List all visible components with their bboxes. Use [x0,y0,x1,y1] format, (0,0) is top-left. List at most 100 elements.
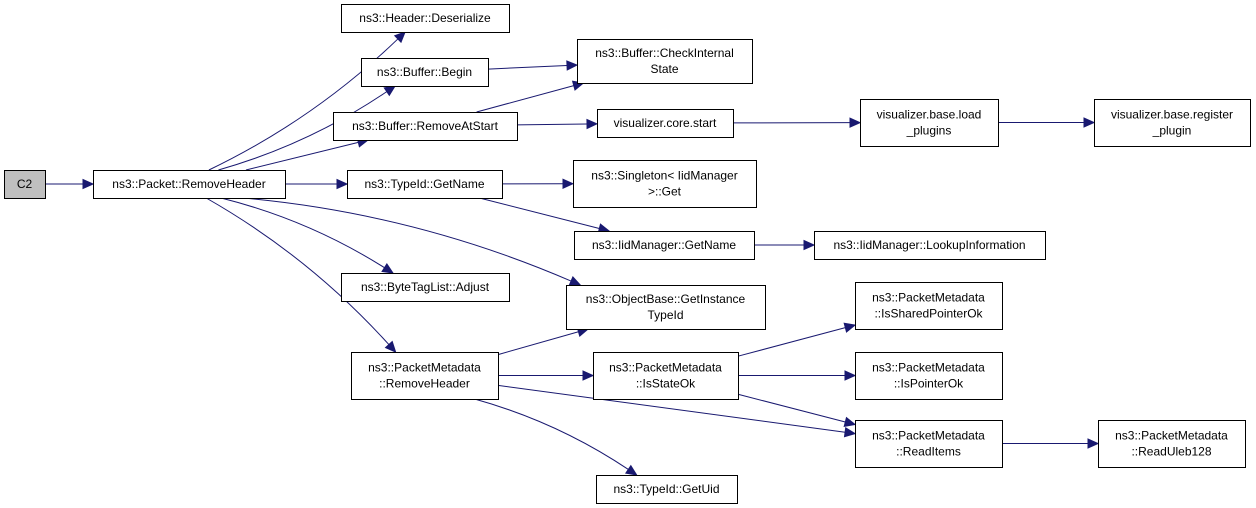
node-label: C2 [17,177,33,191]
arrowhead [849,117,862,128]
node-visualizer-base-register-plugin[interactable]: visualizer.base.register _plugin [1094,99,1251,147]
edge-packet-removeheader-to-packetmetadata-removeheader [205,197,397,353]
node-singleton-get[interactable]: ns3::Singleton< IidManager>::Get [573,160,757,208]
edge-packetmetadata-readitems-to-packetmetadata-readuleb128 [1002,438,1100,449]
edge-iidmanager-getname-to-iidmanager-lookupinformation [754,239,816,251]
edge-buffer-removeatstart-to-visualizer-core-start [516,118,599,130]
node-iidmanager-lookupinformation[interactable]: ns3::IidManager::LookupInformation [814,231,1046,260]
edge-visualizer-base-load-plugins-to-visualizer-base-register-plugin [998,117,1096,128]
arrowhead [624,464,638,476]
node-box [1098,420,1246,468]
node-box [333,112,518,141]
arrowhead [381,262,394,274]
node-label: ::IsPointerOk [894,377,964,391]
node-buffer-begin[interactable]: ns3::Buffer::Begin [361,58,489,87]
edge-line [479,197,600,230]
edge-line [737,327,846,357]
node-label: ns3::Header::Deserialize [359,11,491,25]
node-label: visualizer.base.register [1111,108,1233,122]
node-packetmetadata-removeheader[interactable]: ns3::PacketMetadata::RemoveHeader [351,352,499,400]
node-label: ns3::PacketMetadata [872,291,985,305]
arrowhead [384,340,397,353]
node-label: ns3::Singleton< IidManager [591,169,737,183]
node-box [814,231,1046,260]
node-label: ns3::IidManager::LookupInformation [833,238,1025,252]
node-typeid-getuid[interactable]: ns3::TypeId::GetUid [596,475,738,504]
node-label: ns3::Buffer::CheckInternal [595,46,734,60]
node-packetmetadata-ispointerok[interactable]: ns3::PacketMetadata::IsPointerOk [855,352,1003,400]
arrowhead [844,370,857,381]
node-label: _plugin [1152,124,1192,138]
edge-line [245,141,359,171]
node-label: ns3::PacketMetadata [609,361,722,375]
node-typeid-getname[interactable]: ns3::TypeId::GetName [347,170,503,199]
arrowhead [393,31,406,44]
node-label: ns3::TypeId::GetName [364,177,484,191]
node-box [351,352,499,400]
node-box [566,285,766,330]
node-packetmetadata-readitems[interactable]: ns3::PacketMetadata::ReadItems [855,420,1003,468]
node-box [1094,99,1251,147]
arrowhead [586,118,599,130]
edge-packetmetadata-removeheader-to-packetmetadata-isstateok [498,370,595,381]
edge-line [474,398,629,470]
edge-packetmetadata-isstateok-to-packetmetadata-readitems [737,393,857,427]
node-label: ns3::Buffer::RemoveAtStart [352,119,499,133]
edge-packetmetadata-isstateok-to-packetmetadata-ispointerok [738,370,857,381]
node-label: TypeId [647,308,683,322]
edge-buffer-removeatstart-to-buffer-checkinternalstate [476,80,585,113]
edge-line [497,331,579,356]
node-visualizer-core-start[interactable]: visualizer.core.start [597,109,734,138]
node-box [341,4,510,33]
node-buffer-removeatstart[interactable]: ns3::Buffer::RemoveAtStart [333,112,518,141]
edge-line [487,64,568,70]
node-packetmetadata-issharedpointerok[interactable]: ns3::PacketMetadata::IsSharedPointerOk [855,282,1003,330]
edges-layer [45,31,1100,476]
arrowhead [383,85,397,97]
node-label: ::IsStateOk [636,377,696,391]
arrowhead [843,426,857,438]
arrowhead [568,276,582,286]
edge-line [476,85,574,113]
node-label: _plugins [906,124,952,138]
nodes-layer: C2 ns3::Packet::RemoveHeader ns3::Header::… [4,4,1251,504]
edge-packetmetadata-isstateok-to-packetmetadata-issharedpointerok [737,322,857,357]
node-visualizer-base-load-plugins[interactable]: visualizer.base.load _plugins [860,99,999,147]
arrowhead [803,239,816,251]
node-iidmanager-getname[interactable]: ns3::IidManager::GetName [574,231,755,260]
node-box [341,273,510,302]
node-label: visualizer.base.load [877,108,982,122]
node-packetmetadata-isstateok[interactable]: ns3::PacketMetadata::IsStateOk [593,352,739,400]
edge-packet-removeheader-to-header-deserialize [208,31,406,171]
edge-buffer-begin-to-buffer-checkinternalstate [487,60,579,71]
arrowhead [566,60,579,71]
node-box [596,475,738,504]
node-box [860,99,999,147]
node-packetmetadata-readuleb128[interactable]: ns3::PacketMetadata::ReadUleb128 [1098,420,1246,468]
edge-line [218,91,388,171]
node-header-deserialize[interactable]: ns3::Header::Deserialize [341,4,510,33]
node-label: ::RemoveHeader [379,377,470,391]
edge-line [737,393,846,423]
node-label: ns3::ObjectBase::GetInstance [586,292,746,306]
node-label: ns3::Packet::RemoveHeader [112,177,265,191]
node-label: ns3::IidManager::GetName [592,238,736,252]
node-label: ::ReadUleb128 [1131,445,1211,459]
node-label: ns3::Buffer::Begin [377,65,472,79]
node-c2[interactable]: C2 [4,170,46,199]
node-packet-removeheader[interactable]: ns3::Packet::RemoveHeader [93,170,286,199]
arrowhead [843,416,857,427]
node-label: ns3::PacketMetadata [1115,429,1228,443]
node-box [361,58,489,87]
node-label: ns3::TypeId::GetUid [613,482,719,496]
node-label: ns3::ByteTagList::Adjust [361,280,490,294]
node-label: ns3::PacketMetadata [368,361,481,375]
edge-line [243,197,572,282]
edge-line [220,197,385,269]
node-bytetaglist-adjust[interactable]: ns3::ByteTagList::Adjust [341,273,510,302]
edge-packetmetadata-removeheader-to-typeid-getuid [474,398,638,476]
edge-line [497,384,846,433]
